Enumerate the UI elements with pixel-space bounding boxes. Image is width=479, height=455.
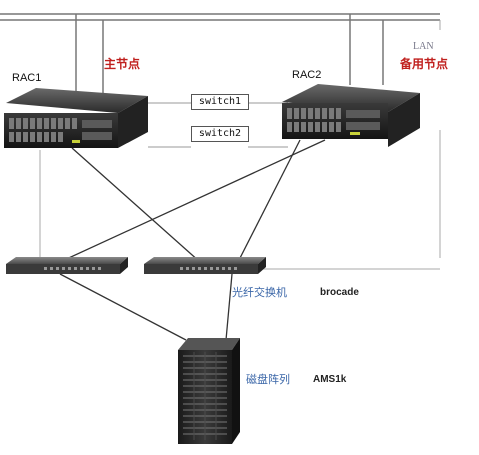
rac2-drive-bays (287, 108, 341, 132)
rac1-label: RAC1 (12, 72, 42, 84)
rac2-server (282, 84, 420, 147)
fiber-switch-left (6, 257, 128, 274)
rac2-label: RAC2 (292, 69, 322, 81)
switch2-box: switch2 (191, 126, 249, 142)
rac1-drive-bays (9, 118, 77, 142)
storage-label-cn: 磁盘阵列 (246, 373, 290, 386)
fiber-switch-right (144, 257, 266, 274)
fiber-links (59, 139, 326, 341)
fiber-switch-label-cn: 光纤交换机 (232, 286, 287, 299)
fiber-switch-label-brand: brocade (320, 287, 359, 298)
rac2-role-label: 备用节点 (400, 57, 449, 71)
storage-label-model: AMS1k (313, 374, 347, 385)
switch1-box: switch1 (191, 94, 249, 110)
fiber-links-light (39, 20, 441, 270)
lan-label: LAN (413, 41, 434, 52)
rac1-role-label: 主节点 (104, 57, 141, 71)
storage-array (178, 338, 240, 444)
lan-drop-lines (75, 14, 384, 95)
rac1-server (4, 88, 148, 148)
heartbeat-links (148, 102, 288, 148)
lan-bus (0, 13, 440, 21)
